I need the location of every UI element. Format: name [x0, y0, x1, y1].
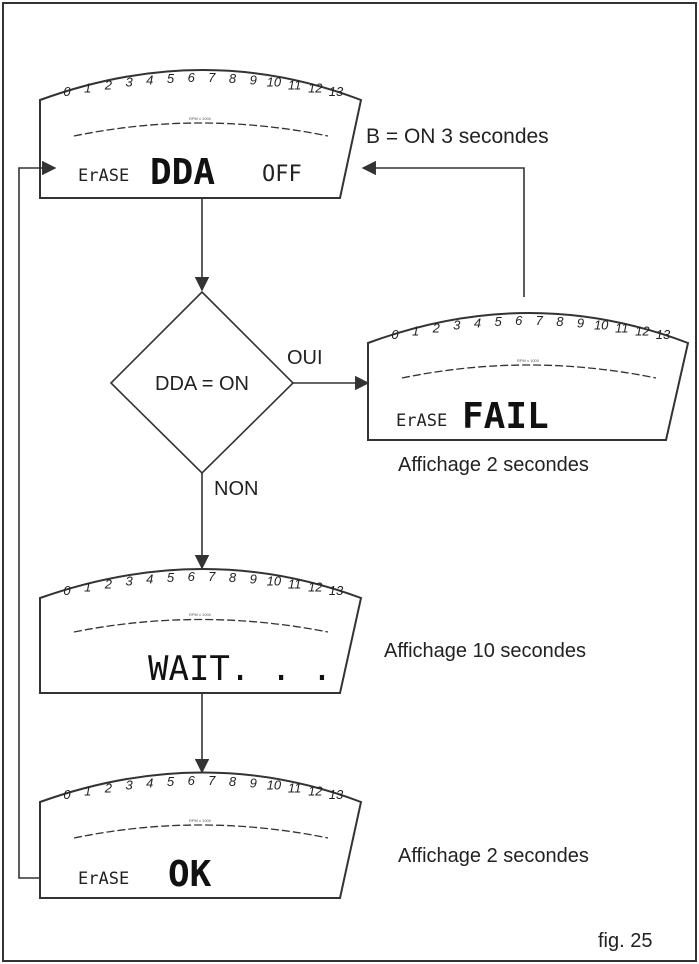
tach-scale-digit: 1: [84, 580, 91, 595]
arrow-fail-to-panel1: [361, 160, 525, 297]
lcd-wait-text: WAIT. . .: [148, 649, 332, 689]
tach-scale-digit: 9: [250, 776, 257, 791]
tach-scale-digit: 5: [494, 314, 502, 329]
tach-scale-digit: 13: [329, 583, 344, 598]
tach-scale-digit: 7: [208, 773, 216, 788]
tach-scale-digit: 9: [250, 73, 257, 88]
lcd-erase-text: ErASE: [78, 869, 129, 889]
lcd-erase-text: ErASE: [396, 411, 447, 431]
figure-label: fig. 25: [598, 930, 652, 952]
tach-scale-digit: 7: [208, 569, 216, 584]
tach-scale-digit: 7: [536, 313, 544, 328]
tach-scale-digit: 0: [63, 583, 71, 598]
lcd-ok-text: OK: [168, 854, 212, 895]
tach-scale-digit: 4: [146, 572, 153, 587]
tach-scale-digit: 7: [208, 70, 216, 85]
tach-scale-digit: 3: [125, 574, 133, 589]
lcd-off-text: OFF: [262, 162, 302, 187]
no-label: NON: [214, 478, 258, 500]
tach-scale-digit: 2: [104, 78, 113, 93]
tach-scale-digit: 0: [63, 787, 71, 802]
tach-scale-digit: 0: [63, 84, 71, 99]
tach-scale-digit: 2: [104, 577, 113, 592]
tach-scale-digit: 13: [656, 327, 671, 342]
tach-scale-digit: 1: [84, 81, 91, 96]
tach-scale-digit: 11: [288, 78, 302, 93]
tach-scale-digit: 11: [615, 321, 629, 336]
tach-scale-digit: 6: [188, 569, 196, 584]
tach-scale-digit: 8: [229, 774, 237, 789]
tach-scale-digit: 12: [308, 784, 323, 799]
tach-scale-digit: 3: [453, 318, 461, 333]
tach-scale-digit: 0: [391, 327, 399, 342]
tach-scale-digit: 8: [229, 71, 237, 86]
lcd-dda-text: DDA: [150, 152, 215, 193]
tach-scale-digit: 10: [267, 75, 282, 90]
tach-scale-digit: 1: [84, 784, 91, 799]
note-b-on: B = ON 3 secondes: [366, 125, 549, 148]
tach-scale-digit: 10: [267, 778, 282, 793]
tach-unit-label: RPM x 1000: [517, 358, 540, 363]
tach-scale-digit: 5: [167, 774, 175, 789]
tach-scale-digit: 8: [556, 314, 564, 329]
tach-scale-digit: 8: [229, 570, 237, 585]
tach-scale-digit: 12: [308, 580, 323, 595]
tach-scale-digit: 1: [412, 324, 419, 339]
tach-scale-digit: 13: [329, 84, 344, 99]
tach-scale-digit: 11: [288, 781, 302, 796]
tach-unit-label: RPM x 1000: [189, 612, 212, 617]
tach-unit-label: RPM x 1000: [189, 818, 212, 823]
tach-scale-digit: 13: [329, 787, 344, 802]
tach-scale-digit: 9: [577, 316, 584, 331]
tach-scale-digit: 10: [594, 318, 609, 333]
tach-unit-label: RPM x 1000: [189, 116, 212, 121]
tach-scale-digit: 4: [146, 776, 153, 791]
tach-scale-digit: 5: [167, 71, 175, 86]
tach-scale-digit: 9: [250, 572, 257, 587]
tach-scale-digit: 6: [188, 70, 196, 85]
lcd-fail-text: FAIL: [462, 396, 549, 437]
tach-scale-digit: 2: [432, 321, 441, 336]
tach-scale-digit: 5: [167, 570, 175, 585]
tach-scale-digit: 4: [146, 73, 153, 88]
tach-scale-digit: 12: [308, 81, 323, 96]
tach-scale-digit: 3: [125, 75, 133, 90]
decision-diamond: DDA = ON: [109, 290, 295, 475]
decision-text: DDA = ON: [155, 373, 249, 395]
tach-scale-digit: 12: [635, 324, 650, 339]
note-ok-display: Affichage 2 secondes: [398, 845, 589, 867]
tach-scale-digit: 10: [267, 574, 282, 589]
arrow-ok-to-panel1: [18, 160, 57, 879]
note-fail-display: Affichage 2 secondes: [398, 454, 589, 476]
tach-scale-digit: 3: [125, 778, 133, 793]
tach-scale-digit: 6: [188, 773, 196, 788]
note-wait-display: Affichage 10 secondes: [384, 640, 586, 662]
yes-label: OUI: [287, 347, 323, 369]
tach-scale-digit: 4: [474, 316, 481, 331]
tach-scale-digit: 11: [288, 577, 302, 592]
tach-scale-digit: 6: [515, 313, 523, 328]
tach-scale-digit: 2: [104, 781, 113, 796]
lcd-erase-text: ErASE: [78, 166, 129, 186]
